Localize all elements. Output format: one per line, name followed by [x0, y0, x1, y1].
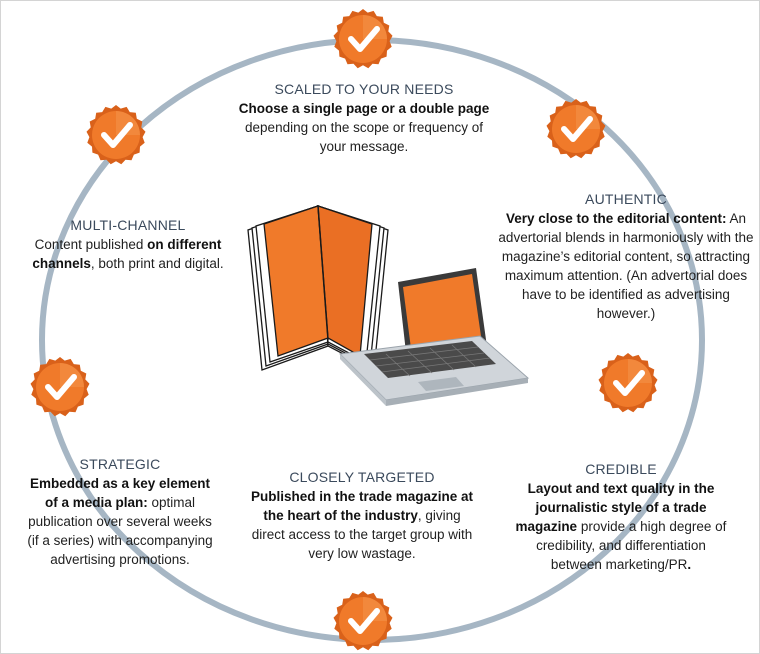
item-scaled: SCALED TO YOUR NEEDS Choose a single pag…: [236, 80, 492, 156]
item-text-bold: Layout and text quality in the journalis…: [515, 481, 715, 534]
item-text-rest: provide a high degree of credibility, an…: [536, 519, 727, 572]
book-icon: [247, 205, 389, 372]
item-text-bold: Embedded as a key element of a media pla…: [29, 476, 211, 510]
check-badge-icon: [331, 590, 395, 654]
item-text-bold: Published in the trade magazine at the h…: [250, 489, 474, 523]
item-text-bold: Very close to the editorial content:: [505, 211, 727, 226]
laptop-icon: [338, 268, 530, 406]
item-text: Embedded as a key element of a media pla…: [22, 474, 218, 569]
item-title: AUTHENTIC: [585, 191, 667, 207]
check-badge-icon: [331, 8, 395, 72]
item-text: Published in the trade magazine at the h…: [246, 487, 478, 563]
check-badge-icon: [544, 98, 608, 162]
check-badge-icon: [28, 356, 92, 420]
item-credible: CREDIBLE Layout and text quality in the …: [512, 460, 730, 574]
item-text-rest: , giving direct access to the target gro…: [251, 508, 473, 561]
illustration: [220, 190, 530, 406]
item-text: Very close to the editorial content: An …: [495, 209, 757, 323]
item-strategic: STRATEGIC Embedded as a key element of a…: [22, 455, 218, 569]
item-targeted: CLOSELY TARGETED Published in the trade …: [246, 468, 478, 563]
item-text-rest: depending on the scope or frequency of y…: [245, 120, 483, 154]
item-text-bold: on different channels: [32, 237, 222, 271]
item-text-end: .: [687, 557, 692, 572]
item-text: Content published on different channels,…: [28, 235, 228, 273]
item-text-bold: Choose a single page or a double page: [238, 101, 490, 116]
item-title: SCALED TO YOUR NEEDS: [274, 81, 454, 97]
item-multichannel: MULTI-CHANNEL Content published on diffe…: [28, 216, 228, 273]
item-text-pre: Content published: [34, 237, 148, 252]
item-authentic: AUTHENTIC Very close to the editorial co…: [495, 190, 757, 323]
item-text-rest: An advertorial blends in harmoniously wi…: [498, 211, 754, 321]
item-text-rest: , both print and digital.: [90, 256, 224, 271]
item-title: CREDIBLE: [585, 461, 657, 477]
check-badge-icon: [596, 352, 660, 416]
item-text: Layout and text quality in the journalis…: [512, 479, 730, 574]
item-text: Choose a single page or a double page de…: [236, 99, 492, 156]
check-badge-icon: [84, 104, 148, 168]
item-text-rest: optimal publication over several weeks (…: [27, 495, 213, 567]
item-title: CLOSELY TARGETED: [289, 469, 435, 485]
item-title: MULTI-CHANNEL: [70, 217, 186, 233]
item-title: STRATEGIC: [79, 456, 161, 472]
